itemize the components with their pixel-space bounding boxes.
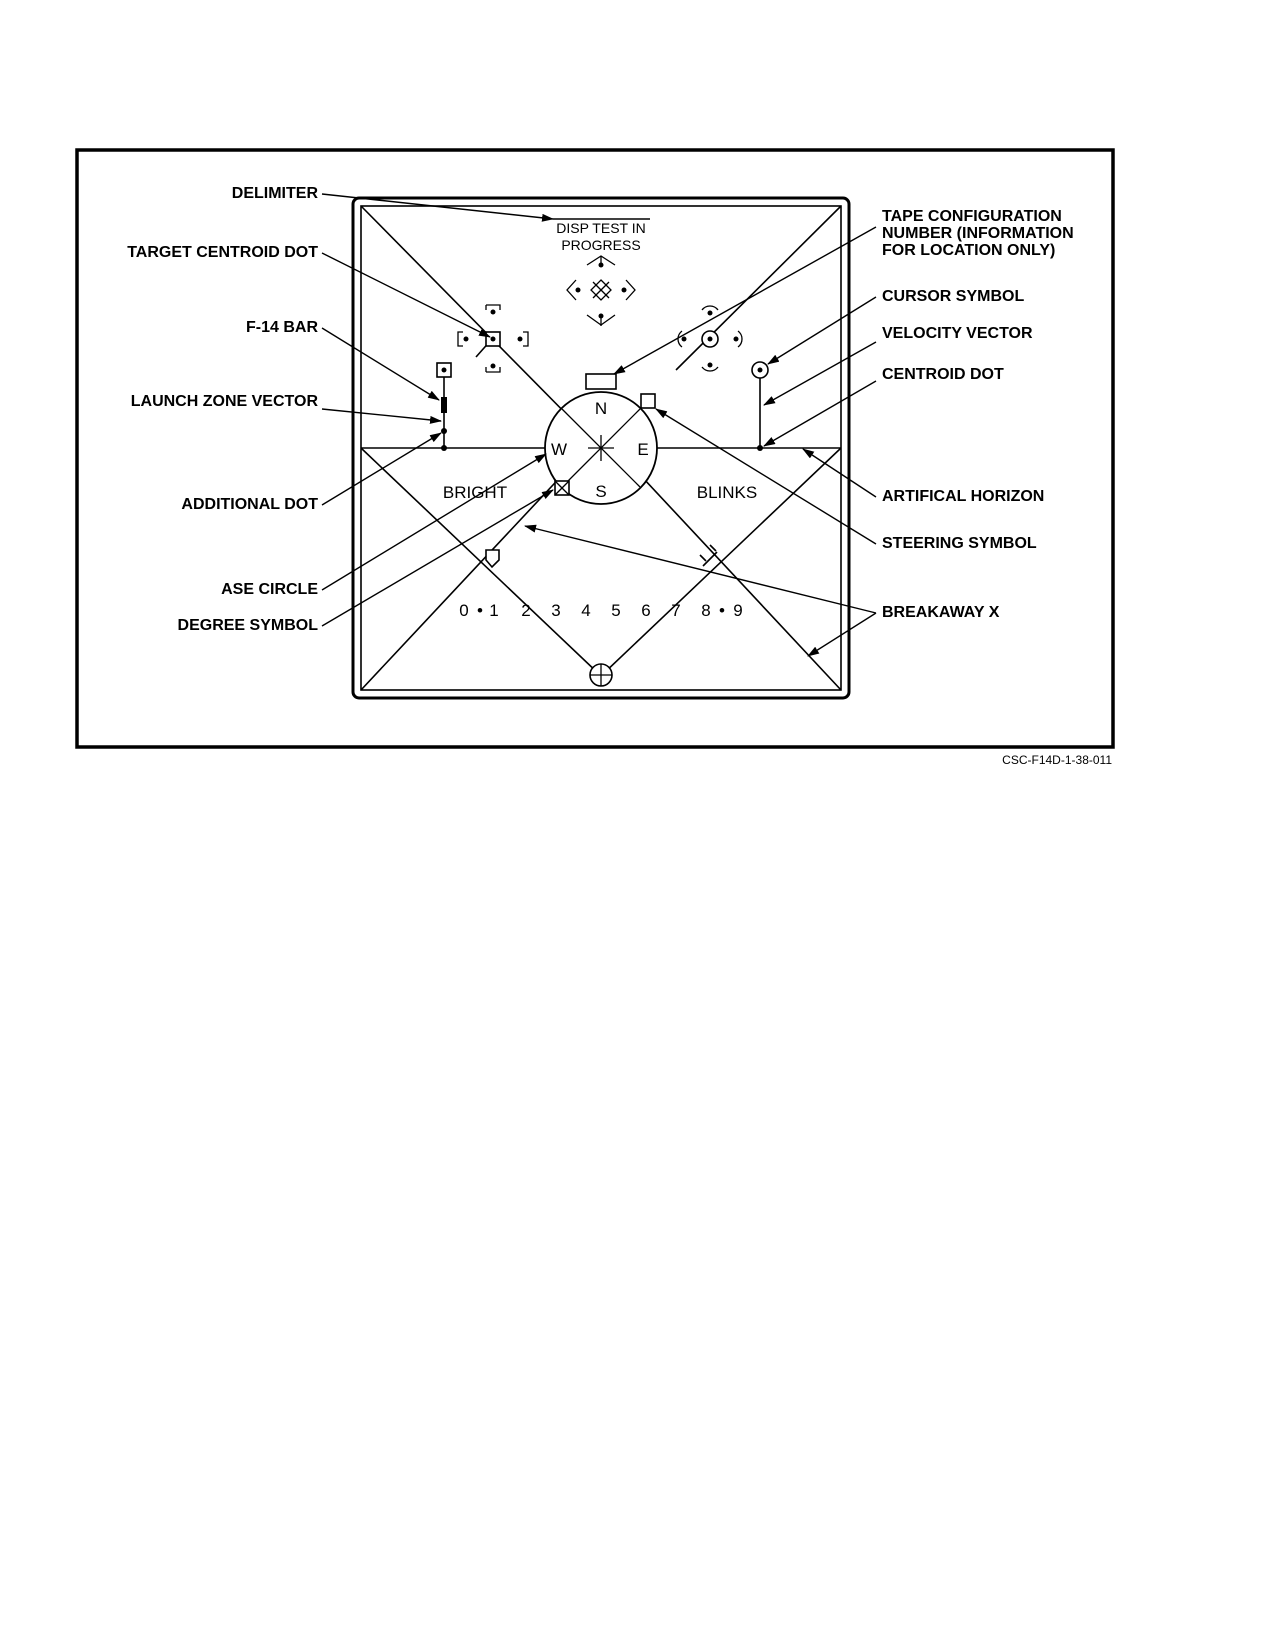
symbol-group-top (566, 255, 636, 326)
callout-delimiter: DELIMITER (232, 185, 319, 202)
callout-tape-config-line1: TAPE CONFIGURATION (882, 208, 1062, 225)
callout-degree-symbol: DEGREE SYMBOL (178, 617, 319, 634)
compass-w: W (551, 440, 567, 459)
leader-tape-config (613, 226, 877, 375)
digit: 8 (701, 601, 710, 620)
compass-s: S (595, 482, 606, 501)
digit: 7 (671, 601, 680, 620)
callout-additional-dot: ADDITIONAL DOT (181, 496, 318, 513)
leader-additional-dot (321, 432, 442, 506)
digit: 0 (459, 601, 468, 620)
figure-id: CSC-F14D-1-38-011 (1002, 753, 1112, 767)
leader-steering-symbol (655, 408, 877, 545)
breakaway-x-line (675, 205, 842, 371)
tape-configuration-box (585, 373, 617, 390)
breakaway-x-line (601, 447, 842, 676)
centroid-dot (757, 445, 763, 451)
callout-ase-circle: ASE CIRCLE (221, 581, 318, 598)
leader-ase-circle (321, 453, 547, 591)
steering-symbol (640, 393, 656, 409)
digit: 1 (489, 601, 498, 620)
callout-breakaway-x: BREAKAWAY X (882, 604, 1000, 621)
callout-target-centroid-dot: TARGET CENTROID DOT (127, 244, 318, 261)
callout-artificial-horizon: ARTIFICAL HORIZON (882, 488, 1044, 505)
digit-dot: • (719, 601, 725, 620)
leader-target-centroid-dot (321, 252, 491, 338)
callout-tape-config-line2: NUMBER (INFORMATION (882, 225, 1074, 242)
digit: 2 (521, 601, 530, 620)
breakaway-x-line (360, 447, 601, 676)
callout-f14-bar: F-14 BAR (246, 319, 318, 336)
leader-centroid-dot (763, 380, 877, 447)
callout-launch-zone-vector: LAUNCH ZONE VECTOR (131, 393, 319, 410)
ase-diagonal (561, 408, 641, 488)
digit: 9 (733, 601, 742, 620)
digit-row: 0 • 1 2 3 4 5 6 7 8 • 9 (459, 601, 742, 620)
leader-breakaway-x (524, 524, 877, 614)
leader-launch-zone-vector (321, 408, 442, 424)
callout-cursor-symbol: CURSOR SYMBOL (882, 288, 1024, 305)
leader-delimiter (321, 193, 554, 222)
leader-breakaway-x (807, 612, 877, 657)
leader-cursor-symbol (767, 296, 877, 365)
callout-steering-symbol: STEERING SYMBOL (882, 535, 1037, 552)
target-centroid-dot (490, 336, 496, 342)
cursor-group-right (677, 305, 743, 372)
leader-artificial-horizon (802, 448, 877, 498)
breakaway-x-line (360, 205, 586, 434)
compass-n: N (595, 399, 607, 418)
additional-dot (441, 428, 447, 434)
leader-velocity-vector (763, 341, 877, 406)
disp-test-line2: PROGRESS (561, 237, 640, 253)
bright-label: BRIGHT (443, 483, 507, 502)
breakaway-x-line (360, 469, 568, 691)
leader-degree-symbol (321, 489, 554, 627)
digit: 6 (641, 601, 650, 620)
disp-test-line1: DISP TEST IN (556, 220, 645, 236)
callout-tape-config-line3: FOR LOCATION ONLY) (882, 242, 1055, 259)
display-bezel (351, 196, 851, 700)
figure-frame (75, 148, 1115, 749)
leader-f14-bar (321, 327, 440, 401)
blinks-label: BLINKS (697, 483, 757, 502)
lower-left-symbol (485, 549, 500, 569)
digit: 3 (551, 601, 560, 620)
f14-bar (441, 397, 447, 413)
digit: 5 (611, 601, 620, 620)
digit-dot: • (477, 601, 483, 620)
callout-velocity-vector: VELOCITY VECTOR (882, 325, 1033, 342)
compass-e: E (637, 440, 648, 459)
digit: 4 (581, 601, 590, 620)
lower-right-symbol (699, 544, 718, 567)
callout-centroid-dot: CENTROID DOT (882, 366, 1004, 383)
